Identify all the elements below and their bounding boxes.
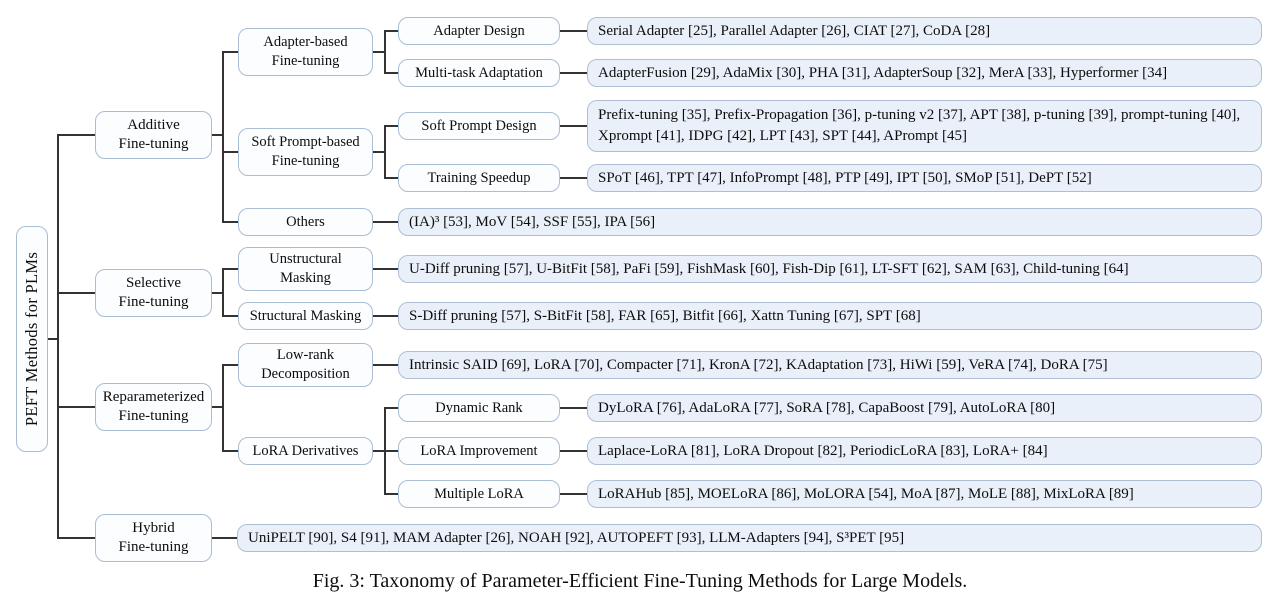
node-adapter-design: Adapter Design	[398, 17, 560, 45]
leaf-text: LoRAHub [85], MOELoRA [86], MoLORA [54],…	[598, 485, 1134, 502]
node-multi-task-adaptation: Multi-task Adaptation	[398, 59, 560, 87]
node-label: Multiple LoRA	[434, 485, 524, 502]
leaf-text: DyLoRA [76], AdaLoRA [77], SoRA [78], Ca…	[598, 399, 1056, 416]
leaf-text: (IA)³ [53], MoV [54], SSF [55], IPA [56]	[409, 213, 656, 230]
node-label: Hybrid	[132, 519, 175, 536]
node-soft-prompt-based-fine-tuning: Soft Prompt-based Fine-tuning	[238, 128, 373, 176]
root-label: PEFT Methods for PLMs	[22, 251, 42, 427]
figure-caption: Fig. 3: Taxonomy of Parameter-Efficient …	[312, 570, 968, 592]
node-label: Others	[286, 213, 325, 230]
node-label: Soft Prompt Design	[421, 117, 537, 134]
node-training-speedup: Training Speedup	[398, 164, 560, 192]
leaf-soft-prompt-design-refs: Prefix-tuning [35], Prefix-Propagation […	[587, 100, 1262, 152]
leaf-training-speedup-refs: SPoT [46], TPT [47], InfoPrompt [48], PT…	[587, 164, 1262, 192]
node-label: Fine-tuning	[271, 153, 340, 169]
node-label: Fine-tuning	[118, 136, 189, 152]
node-low-rank-decomposition: Low-rank Decomposition	[238, 343, 373, 387]
node-label: Masking	[280, 270, 331, 286]
node-selective-fine-tuning: Selective Fine-tuning	[95, 269, 212, 317]
leaf-others-refs: (IA)³ [53], MoV [54], SSF [55], IPA [56]	[398, 208, 1262, 236]
node-label: Adapter Design	[433, 22, 525, 39]
node-reparameterized-fine-tuning: Reparameterized Fine-tuning	[95, 383, 212, 431]
leaf-text: Prefix-tuning [35], Prefix-Propagation […	[598, 107, 1241, 144]
node-label: Adapter-based	[263, 34, 348, 51]
node-label: Training Speedup	[427, 169, 531, 186]
leaf-multi-task-adaptation-refs: AdapterFusion [29], AdaMix [30], PHA [31…	[587, 59, 1262, 87]
leaf-text: Serial Adapter [25], Parallel Adapter [2…	[598, 22, 991, 39]
node-label: Additive	[127, 116, 180, 133]
node-dynamic-rank: Dynamic Rank	[398, 394, 560, 422]
node-label: Unstructural	[269, 251, 342, 268]
node-label: Reparameterized	[102, 388, 205, 405]
node-label: Low-rank	[276, 347, 335, 364]
node-label: Dynamic Rank	[435, 399, 523, 416]
node-label: Fine-tuning	[118, 294, 189, 310]
node-label: Fine-tuning	[118, 408, 189, 424]
leaf-dynamic-rank-refs: DyLoRA [76], AdaLoRA [77], SoRA [78], Ca…	[587, 394, 1262, 422]
node-label: Selective	[126, 274, 181, 291]
node-label: LoRA Improvement	[420, 442, 538, 459]
node-label: Decomposition	[261, 366, 350, 382]
leaf-hybrid-fine-tuning-refs: UniPELT [90], S4 [91], MAM Adapter [26],…	[237, 524, 1262, 552]
node-soft-prompt-design: Soft Prompt Design	[398, 112, 560, 140]
leaf-unstructural-masking-refs: U-Diff pruning [57], U-BitFit [58], PaFi…	[398, 255, 1262, 283]
node-lora-improvement: LoRA Improvement	[398, 437, 560, 465]
node-label: Fine-tuning	[118, 539, 189, 555]
node-label: LoRA Derivatives	[252, 442, 359, 459]
node-adapter-based-fine-tuning: Adapter-based Fine-tuning	[238, 28, 373, 76]
node-peft-methods-for-plms: PEFT Methods for PLMs	[16, 226, 48, 452]
leaf-structural-masking-refs: S-Diff pruning [57], S-BitFit [58], FAR …	[398, 302, 1262, 330]
leaf-text: U-Diff pruning [57], U-BitFit [58], PaFi…	[409, 260, 1129, 277]
node-multiple-lora: Multiple LoRA	[398, 480, 560, 508]
node-others: Others	[238, 208, 373, 236]
node-hybrid-fine-tuning: Hybrid Fine-tuning	[95, 514, 212, 562]
leaf-text: AdapterFusion [29], AdaMix [30], PHA [31…	[598, 64, 1168, 81]
node-lora-derivatives: LoRA Derivatives	[238, 437, 373, 465]
node-unstructural-masking: Unstructural Masking	[238, 247, 373, 291]
leaf-low-rank-decomposition-refs: Intrinsic SAID [69], LoRA [70], Compacte…	[398, 351, 1262, 379]
node-label: Multi-task Adaptation	[415, 64, 543, 81]
leaf-multiple-lora-refs: LoRAHub [85], MOELoRA [86], MoLORA [54],…	[587, 480, 1262, 508]
leaf-text: Intrinsic SAID [69], LoRA [70], Compacte…	[409, 356, 1108, 373]
leaf-lora-improvement-refs: Laplace-LoRA [81], LoRA Dropout [82], Pe…	[587, 437, 1262, 465]
node-label: Structural Masking	[249, 307, 362, 324]
leaf-text: SPoT [46], TPT [47], InfoPrompt [48], PT…	[598, 169, 1092, 186]
node-label: Soft Prompt-based	[251, 134, 360, 151]
leaf-text: S-Diff pruning [57], S-BitFit [58], FAR …	[409, 307, 921, 324]
leaf-text: UniPELT [90], S4 [91], MAM Adapter [26],…	[248, 529, 905, 546]
node-label: Fine-tuning	[271, 53, 340, 69]
leaf-text: Laplace-LoRA [81], LoRA Dropout [82], Pe…	[598, 442, 1048, 459]
node-additive-fine-tuning: Additive Fine-tuning	[95, 111, 212, 159]
node-structural-masking: Structural Masking	[238, 302, 373, 330]
leaf-adapter-design-refs: Serial Adapter [25], Parallel Adapter [2…	[587, 17, 1262, 45]
